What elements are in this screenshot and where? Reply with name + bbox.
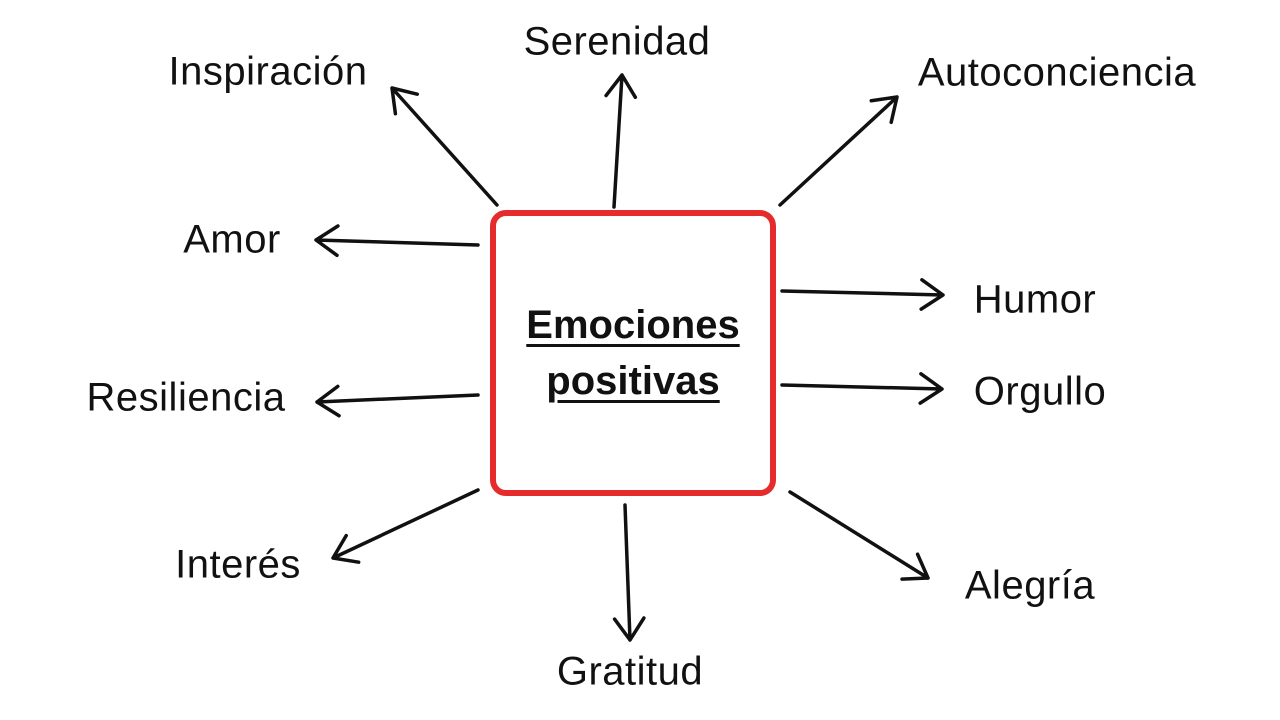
label-amor: Amor xyxy=(183,217,281,262)
arrow-line xyxy=(788,490,930,581)
arrow-line xyxy=(612,503,646,642)
arrow-serenidad xyxy=(604,73,638,209)
arrow-line xyxy=(314,224,480,258)
arrow-humor xyxy=(780,278,945,311)
label-orgullo: Orgullo xyxy=(973,369,1107,414)
arrow-interes xyxy=(331,488,480,564)
arrow-line xyxy=(331,488,480,564)
center-title-line2: positivas xyxy=(546,359,720,403)
arrow-orgullo xyxy=(780,372,944,405)
label-gratitud: Gratitud xyxy=(556,649,704,694)
label-serenidad: Serenidad xyxy=(523,19,711,64)
arrow-line xyxy=(778,95,899,207)
label-interes: Interés xyxy=(175,542,301,587)
center-box: Emociones positivas xyxy=(490,210,776,496)
center-title-line1: Emociones xyxy=(526,303,740,347)
arrow-alegria xyxy=(788,490,930,581)
label-inspiracion: Inspiración xyxy=(168,49,368,94)
arrow-resiliencia xyxy=(315,384,480,418)
arrow-autoconciencia xyxy=(778,95,899,207)
label-alegria: Alegría xyxy=(964,563,1096,608)
arrow-line xyxy=(390,86,499,207)
arrow-gratitud xyxy=(612,503,646,642)
label-humor: Humor xyxy=(973,277,1097,322)
arrow-line xyxy=(780,372,944,405)
label-autoconciencia: Autoconciencia xyxy=(917,50,1197,95)
arrow-line xyxy=(604,73,638,209)
arrow-amor xyxy=(314,224,480,258)
label-resiliencia: Resiliencia xyxy=(86,375,286,420)
arrow-line xyxy=(780,278,945,311)
arrow-line xyxy=(315,384,480,418)
arrow-inspiracion xyxy=(390,86,499,207)
